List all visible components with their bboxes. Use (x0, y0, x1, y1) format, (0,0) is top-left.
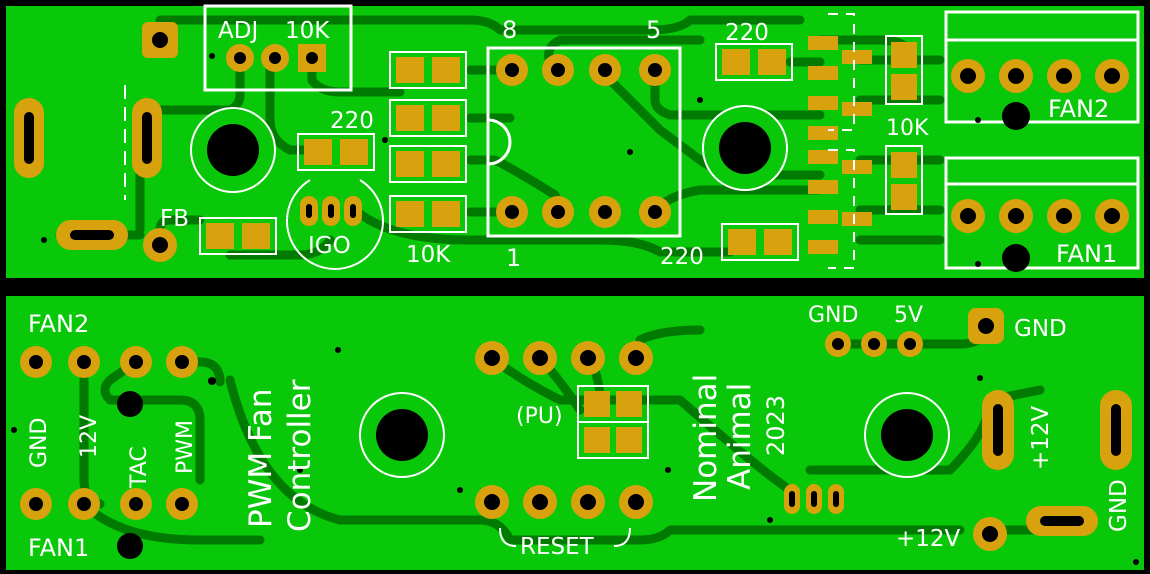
top-via-pads (142, 22, 178, 262)
ic-dip8 (486, 46, 682, 238)
pin1-label: 1 (506, 244, 521, 272)
fan2-bottom-label: FAN2 (28, 310, 89, 338)
gnd-right-label: GND (1106, 479, 1132, 532)
adj-label: ADJ (218, 18, 258, 44)
bottom-board: FAN2 FAN1 GND 12V TAC PWM PWM Fan Contro… (6, 296, 1144, 570)
power-header-5v (825, 331, 923, 357)
res-220-mid-label: 220 (330, 108, 374, 134)
gnd-test-pad (968, 308, 1004, 344)
adj-potentiometer (203, 4, 353, 92)
top-mount-hole-left (190, 107, 276, 193)
reset-label: RESET (520, 534, 595, 560)
pu-label: (PU) (516, 404, 563, 429)
fan1-top-label: FAN1 (1056, 240, 1117, 268)
tac-label: TAC (127, 446, 152, 489)
5v-label: 5V (894, 303, 923, 328)
isp-header (475, 341, 653, 547)
pullup-resistors (577, 385, 649, 459)
top-mount-hole-right (702, 105, 788, 191)
gnd-left-label: GND (27, 418, 52, 468)
pin5-label: 5 (646, 16, 661, 44)
year-label: 2023 (762, 395, 790, 456)
board-title-line1: PWM Fan (243, 388, 279, 528)
gnd-top-label: GND (808, 303, 858, 328)
fan2-top-label: FAN2 (1048, 95, 1109, 123)
top-board: ADJ 10K (6, 4, 1144, 278)
res-220-bottom-label: 220 (660, 244, 704, 270)
voltage-regulator-to92 (286, 179, 384, 270)
fan-headers-bottom (20, 346, 198, 559)
board-title-line2: Controller (282, 379, 318, 532)
12v-bottom-label: +12V (896, 526, 961, 552)
bottom-mount-hole-right (864, 392, 950, 478)
res-220-top-label: 220 (725, 20, 769, 46)
top-vias (41, 53, 981, 267)
res-10k-right-label: 10K (886, 116, 929, 141)
fan1-bottom-label: FAN1 (28, 534, 89, 562)
res-10k-bottom-label: 10K (406, 242, 451, 268)
author-line2: Animal (722, 383, 758, 490)
three-pin-pads (784, 484, 844, 514)
pwm-label: PWM (173, 420, 198, 474)
igo-label: IGO (308, 233, 351, 259)
pot-value-label: 10K (285, 18, 330, 44)
top-slot-pads (14, 85, 162, 250)
gnd-top-right-label: GND (1014, 316, 1067, 342)
12v-left-label: 12V (77, 415, 102, 458)
smd-resistors-top (199, 35, 923, 261)
fan1-connector-top (944, 156, 1140, 272)
pin8-label: 8 (502, 16, 517, 44)
bottom-vias (11, 347, 1139, 565)
author-line1: Nominal (688, 374, 724, 502)
power-slot-pads (973, 390, 1132, 551)
fan2-connector-top (944, 10, 1140, 130)
mosfet-pads (808, 13, 872, 269)
fb-label: FB (160, 206, 189, 232)
12v-right-label: +12V (1028, 405, 1054, 470)
bottom-mount-hole-left (359, 392, 445, 478)
